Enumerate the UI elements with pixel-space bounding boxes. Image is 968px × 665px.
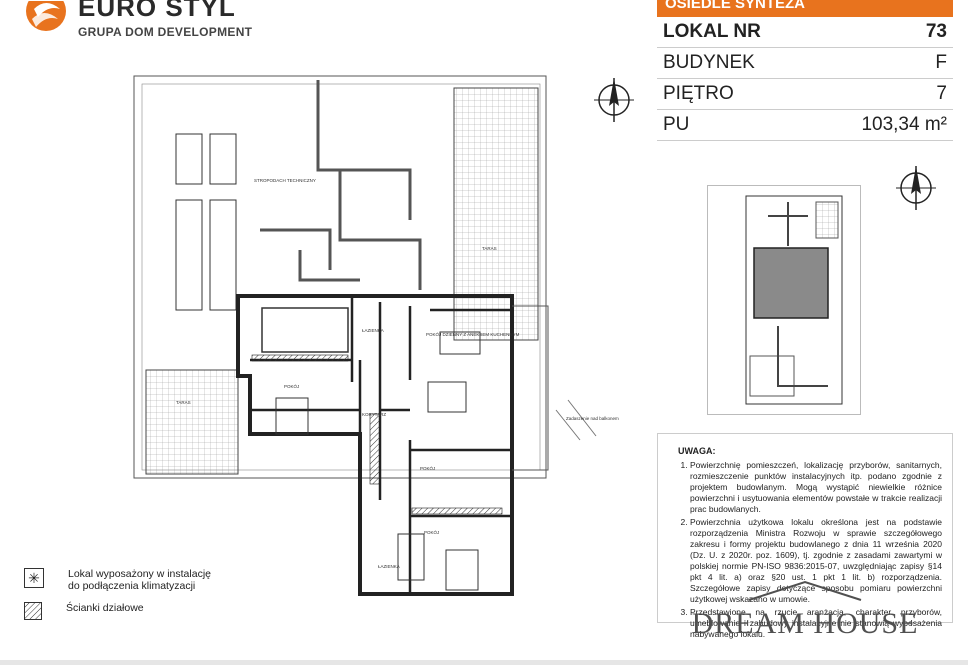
legend-item-partition: Ścianki działowe (24, 602, 218, 620)
label-balcony-roof: Zadaszenie nad balkonem (566, 416, 619, 421)
info-row-budynek: BUDYNEK F (657, 48, 953, 79)
label-terrace-bottom: TARAS (176, 400, 191, 405)
terrace-bottom-left (145, 369, 239, 475)
legend-label: Ścianki działowe (66, 602, 144, 614)
notes-item: Przedstawione na rzucie aranżacja, chara… (690, 607, 942, 640)
brand-name: EURO STYL (78, 0, 236, 22)
partition-wall (251, 354, 349, 362)
hvac-unit (209, 133, 237, 185)
hatched-box-icon (24, 602, 42, 620)
roof-outline (133, 75, 547, 479)
asterisk-icon: ✳ (24, 568, 44, 588)
ducts (260, 80, 422, 290)
info-value: F (935, 52, 947, 73)
label-room2: POKÓJ (420, 465, 435, 471)
compass-mini-icon (894, 164, 938, 217)
legend-item-ac: ✳ Lokal wyposażony w instalację do podłą… (24, 568, 218, 592)
terrace-top-right (453, 87, 539, 341)
bed (445, 549, 479, 591)
label-bath1: ŁAZIENKA (362, 328, 384, 333)
dining-table (439, 331, 481, 355)
label-living: POKÓJ DZIENNY Z ANEKSEM KUCHENNYM (426, 331, 520, 337)
notes-list: Powierzchnię pomieszczeń, lokalizację pr… (678, 460, 942, 640)
location-minimap (707, 185, 861, 415)
legend-label: Lokal wyposażony w instalację do podłącz… (68, 568, 211, 592)
info-value: 103,34 m² (861, 114, 947, 135)
hvac-unit (175, 133, 203, 185)
balcony-roof (555, 399, 597, 441)
watermark: DREAM HOUSE (657, 580, 953, 641)
info-row-lokal: LOKAL NR 73 (657, 17, 953, 48)
label-corridor: KORYTARZ (362, 412, 386, 417)
info-value: 73 (925, 21, 947, 42)
floor-plan: STROPODACH TECHNICZNY TARAS POKÓJ DZIENN… (133, 75, 619, 596)
hvac-duct (175, 199, 203, 311)
brand-logo: EURO STYL GRUPA DOM DEVELOPMENT (24, 0, 252, 42)
info-panel: OSIEDLE SYNTEZA LOKAL NR 73 BUDYNEK F PI… (657, 0, 953, 141)
info-key: BUDYNEK (663, 52, 755, 73)
label-bath2: ŁAZIENKA (378, 564, 400, 569)
label-technical-roof: STROPODACH TECHNICZNY (254, 178, 316, 183)
roof-inner (141, 83, 541, 471)
notes-box: UWAGA: Powierzchnię pomieszczeń, lokaliz… (657, 433, 953, 639)
interior-walls (250, 296, 512, 594)
sofa (427, 381, 467, 413)
legend: ✳ Lokal wyposażony w instalację do podłą… (24, 568, 218, 630)
bathtub (397, 533, 425, 581)
technical-shaft (261, 307, 349, 353)
label-terrace-top: TARAS (482, 246, 497, 251)
balcony (512, 305, 549, 471)
bed (275, 397, 309, 435)
info-row-pietro: PIĘTRO 7 (657, 79, 953, 110)
compass-north-icon (592, 76, 636, 129)
logo-mark-icon (24, 0, 68, 41)
partition-wall (369, 413, 381, 485)
label-room1: POKÓJ (284, 383, 299, 389)
house-roof-icon (748, 580, 862, 601)
notes-item: Powierzchnię pomieszczeń, lokalizację pr… (690, 460, 942, 515)
info-key: PU (663, 114, 690, 135)
partition-wall (411, 507, 503, 515)
info-key: PIĘTRO (663, 83, 734, 104)
brand-subtitle: GRUPA DOM DEVELOPMENT (78, 25, 253, 39)
notes-title: UWAGA: (678, 446, 716, 456)
project-banner: OSIEDLE SYNTEZA (657, 0, 953, 17)
watermark-text: DREAM HOUSE (691, 607, 919, 640)
info-row-pu: PU 103,34 m² (657, 110, 953, 141)
hvac-duct (209, 199, 237, 311)
info-value: 7 (936, 83, 947, 104)
info-key: LOKAL NR (663, 21, 761, 42)
bottom-bar (0, 660, 968, 665)
label-room3: POKÓJ (424, 529, 439, 535)
